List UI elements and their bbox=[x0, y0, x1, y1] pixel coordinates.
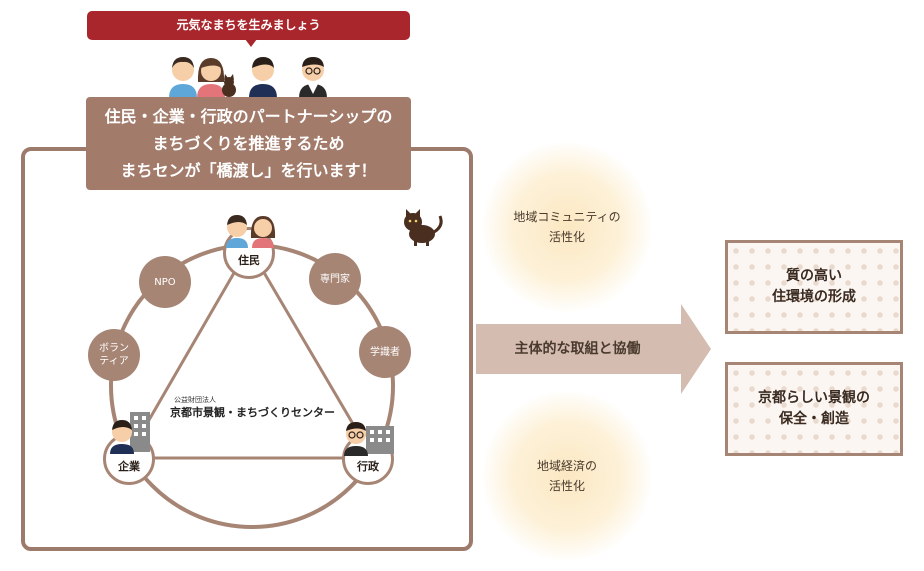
academics-node: 学識者 bbox=[359, 326, 411, 378]
mission-headline: 住民・企業・行政のパートナーシップの まちづくりを推進するため まちセンが「橋渡… bbox=[86, 97, 411, 190]
cat-icon bbox=[404, 209, 443, 246]
person-male-icon bbox=[226, 215, 248, 248]
experts-node: 専門家 bbox=[309, 253, 361, 305]
economy-effect-line: 地域経済の bbox=[536, 459, 597, 473]
partnership-triangle bbox=[124, 244, 376, 460]
economy-effect-line: 活性化 bbox=[548, 479, 585, 493]
experts-label: 専門家 bbox=[320, 273, 350, 285]
organization-name: 京都市景観・まちづくりセンター bbox=[170, 406, 335, 419]
person-glasses-icon bbox=[344, 422, 368, 456]
goal-line: 住環境の形成 bbox=[772, 289, 856, 305]
organization-type: 公益財団法人 bbox=[174, 396, 216, 404]
building-icon bbox=[366, 426, 394, 454]
npo-label: NPO bbox=[154, 276, 176, 288]
person-glasses-icon bbox=[299, 57, 327, 98]
community-effect: 地域コミュニティの 活性化 bbox=[482, 142, 652, 312]
npo-node: NPO bbox=[139, 256, 191, 308]
collaboration-label: 主体的な取組と協働 bbox=[514, 341, 641, 357]
economy-effect: 地域経済の 活性化 bbox=[482, 391, 652, 561]
building-icon bbox=[130, 412, 150, 452]
slogan-banner: 元気なまちを生みましょう bbox=[87, 11, 410, 40]
goal-line: 質の高い bbox=[786, 268, 842, 284]
goal-line: 保全・創造 bbox=[779, 411, 849, 427]
person-male-icon bbox=[249, 57, 277, 98]
person-female-icon bbox=[197, 58, 225, 98]
person-male-icon bbox=[169, 57, 197, 98]
person-male-icon bbox=[110, 420, 134, 454]
collaboration-arrow-icon bbox=[476, 304, 711, 394]
volunteer-node: ボラン ティア bbox=[88, 329, 140, 381]
government-icon bbox=[344, 422, 394, 456]
companies-label: 企業 bbox=[118, 460, 140, 473]
landscape-goal: 京都らしい景観の 保全・創造 bbox=[725, 362, 903, 456]
goal-line: 京都らしい景観の bbox=[758, 390, 870, 406]
volunteer-label: ボラン bbox=[99, 343, 129, 354]
headline-line: 住民・企業・行政のパートナーシップの bbox=[104, 107, 393, 126]
community-effect-line: 活性化 bbox=[548, 230, 585, 244]
headline-line: まちづくりを推進するため bbox=[152, 134, 345, 153]
people-group bbox=[169, 57, 327, 98]
cat-icon bbox=[222, 74, 236, 97]
residents-node: 住民 bbox=[223, 227, 275, 279]
residents-label: 住民 bbox=[238, 254, 260, 267]
living-environment-goal: 質の高い 住環境の形成 bbox=[725, 240, 903, 334]
companies-icon bbox=[110, 412, 150, 454]
volunteer-label: ティア bbox=[99, 356, 129, 367]
headline-line: まちセンが「橋渡し」を行います！ bbox=[120, 161, 377, 180]
person-female-icon bbox=[250, 216, 276, 248]
residents-people-icon bbox=[226, 215, 276, 248]
community-effect-line: 地域コミュニティの bbox=[513, 210, 621, 224]
banner-pointer bbox=[245, 39, 257, 47]
academics-label: 学識者 bbox=[370, 346, 400, 358]
government-label: 行政 bbox=[357, 460, 379, 473]
